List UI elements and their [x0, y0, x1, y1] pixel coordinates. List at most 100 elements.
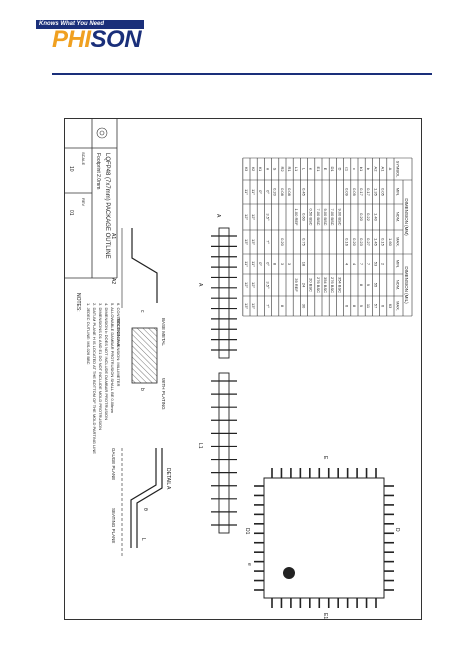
scale-value: 10 [68, 166, 74, 172]
table-cell: 0.16 [345, 238, 350, 247]
logo-text: PHISON [52, 26, 142, 54]
table-cell: c1 [345, 167, 350, 172]
table-cell: 2 [381, 263, 386, 266]
table-cell: 9 [366, 284, 371, 287]
table-cell: 0.50 BSC [309, 208, 314, 225]
table-cell: 57 [373, 304, 378, 309]
side-view-1: L1 [197, 372, 237, 534]
table-cell: 9.00 BSC [337, 208, 342, 225]
table-cell: 11° [244, 189, 249, 195]
table-cell: 9.00 BSC [323, 208, 328, 225]
label-view-a: A [215, 214, 221, 218]
table-cell: 276 BSC [330, 277, 335, 293]
table-cell: 3 [280, 263, 285, 266]
table-cell: 63 [388, 304, 393, 309]
title-block: LQFP48 (7x7mm) PACKAGE OUTLINE Footprint… [64, 118, 118, 279]
table-cell: 13° [251, 303, 256, 309]
table-cell: 0.09 [345, 188, 350, 197]
table-cell: 4 [352, 263, 357, 266]
table-title-left: DIMENSION (MM) [404, 198, 409, 236]
table-cell: 1.45 [373, 238, 378, 247]
label-gauge-plane: GAUGE PLANE [111, 448, 116, 480]
label-section: SECTION A-A [116, 318, 121, 347]
rev-value: 01 [68, 210, 74, 216]
elevation-detail: A1 A2 [110, 228, 158, 308]
label-e1: E1 [322, 613, 328, 619]
package-leads [254, 468, 394, 608]
table-cell: A [388, 168, 393, 171]
table-cell: 8 [273, 263, 278, 266]
table-cell: 1.60 [388, 238, 393, 247]
table-cell: 8 [280, 305, 285, 308]
table-cell: 0.15 [381, 238, 386, 247]
table-cell: 3.5° [265, 281, 270, 289]
table-cell: θ1 [258, 167, 263, 172]
package-drawing: DIMENSION (MM)DIMENSION (MIL)SYMBOLMIN.N… [64, 118, 422, 620]
label-l: L [140, 538, 146, 541]
detail-view: GAUGE PLANE SEATING PLANE θ L DETAIL A [111, 448, 171, 558]
table-subheader: SYMBOL [396, 161, 401, 178]
table-cell: 0.27 [366, 238, 371, 247]
table-cell: L [301, 168, 306, 171]
label-detail: DETAIL A [165, 468, 171, 490]
label-pitch: e [246, 563, 252, 566]
package-body [263, 477, 385, 599]
table-cell: 55 [373, 283, 378, 288]
note-6: 6. CONTROLLING DIMENSION: MILLIMETER [116, 303, 121, 386]
pin1-marker [283, 567, 295, 579]
table-cell: 0.20 [352, 238, 357, 247]
table-cell: 6 [381, 305, 386, 308]
note-5: 5. ALLOWABLE DAMBAR PROTRUSION SHALL BE … [110, 303, 115, 414]
label-d1: D1 [244, 528, 250, 535]
label-l1: L1 [197, 443, 203, 449]
table-subheader: MIN. [396, 260, 401, 268]
table-cell: 0.09 [352, 188, 357, 197]
table-cell: 3.5° [265, 213, 270, 221]
table-cell: b [366, 168, 371, 171]
table-cell: 354 BSC [337, 277, 342, 293]
rotated-sheet: DIMENSION (MM)DIMENSION (MIL)SYMBOLMIN.N… [64, 118, 413, 619]
table-cell: 11° [244, 261, 249, 267]
label-base-metal: BASE METAL [161, 318, 166, 346]
table-cell: 30 [301, 304, 306, 309]
table-cell: c [352, 168, 357, 170]
table-cell: 39 REF [294, 278, 299, 292]
table-cell: θ3 [244, 167, 249, 172]
note-1: 1. JEDEC OUTLINE: MS-026 BBC [86, 303, 91, 365]
table-cell: D [337, 168, 342, 171]
tagline-bar: Knows What You Need [36, 20, 144, 29]
table-cell: L1 [294, 167, 299, 172]
table-cell: 0.17 [366, 188, 371, 197]
table-cell: 1.40 [373, 213, 378, 222]
table-cell: 7° [265, 240, 270, 244]
table-cell: 13° [251, 239, 256, 245]
table-cell: θ2 [251, 167, 256, 172]
table-cell: 7 [366, 263, 371, 266]
table-cell: R1 [287, 166, 292, 172]
table-cell: 8 [352, 305, 357, 308]
table-cell: E [323, 168, 328, 171]
label-seating-plane: SEATING PLANE [111, 508, 116, 543]
table-cell: 12° [251, 214, 256, 220]
top-view: D D1 E E1 e [244, 456, 400, 619]
table-cell: 0.22 [366, 213, 371, 222]
table-cell: 12° [244, 282, 249, 288]
table-cell: 12° [244, 214, 249, 220]
label-with-plating: WITH PLATING [161, 378, 166, 410]
table-cell: 354 BSC [323, 277, 328, 293]
table-cell: 4 [345, 263, 350, 266]
table-cell: 0.60 [301, 213, 306, 222]
table-cell: 1.35 [373, 188, 378, 197]
label-a: A [197, 283, 203, 287]
table-cell: θ [265, 168, 270, 171]
scale-label: SCALE [81, 152, 86, 165]
table-cell: A2 [373, 167, 378, 173]
header-rule [52, 73, 432, 75]
note-2: 2. DATUM PLANE H IS LOCATED AT THE BOTTO… [92, 303, 97, 454]
table-cell: 7 [359, 263, 364, 266]
notes-block: NOTES: 1. JEDEC OUTLINE: MS-026 BBC 2. D… [75, 293, 121, 454]
note-4: 4. DIMENSION b DOES NOT INCLUDE DAMBAR P… [104, 303, 109, 420]
table-cell: 0° [265, 190, 270, 194]
table-cell: 9 [359, 305, 364, 308]
tagline: Knows What You Need [39, 21, 105, 27]
